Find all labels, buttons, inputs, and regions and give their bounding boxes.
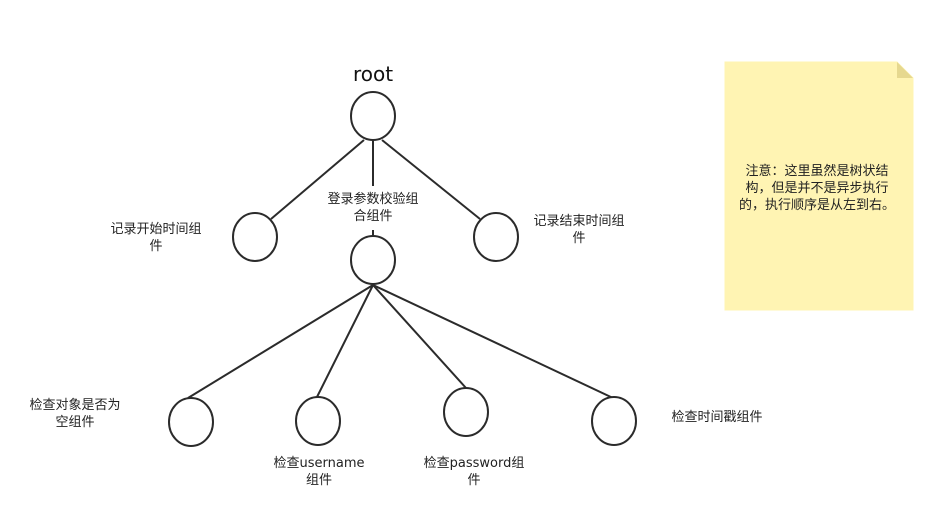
edges [187, 139, 614, 399]
node-record-end[interactable] [473, 212, 519, 262]
label-record-end-text: 记录结束时间组 件 [533, 214, 625, 246]
label-record-start: 记录开始时间组 件 [100, 221, 212, 255]
label-check-timestamp: 检查时间戳组件 [671, 410, 763, 425]
node-check-username[interactable] [295, 396, 341, 446]
edge-param-password [372, 284, 467, 389]
node-check-empty[interactable] [168, 397, 214, 447]
label-check-password: 检查password组 件 [418, 455, 530, 489]
label-root: root [352, 62, 394, 86]
edge-root-record-end [381, 139, 481, 220]
note-text: 注意：这里虽然是树状结 构，但是并不是异步执行 的，执行顺序是从左到右。 [738, 164, 895, 213]
label-check-username-text: 检查username 组件 [273, 456, 365, 488]
label-check-empty: 检查对象是否为 空组件 [20, 397, 130, 431]
node-param-check[interactable] [350, 235, 396, 285]
node-check-password[interactable] [443, 387, 489, 437]
label-check-empty-text: 检查对象是否为 空组件 [29, 398, 121, 430]
label-check-password-text: 检查password组 件 [423, 456, 525, 488]
edge-param-username [316, 284, 374, 398]
note-body [724, 61, 914, 311]
sticky-note[interactable] [724, 61, 914, 311]
nodes [168, 91, 637, 447]
edge-param-timestamp [372, 284, 614, 399]
node-root[interactable] [350, 91, 396, 141]
edge-param-empty [187, 284, 374, 399]
node-check-timestamp[interactable] [591, 396, 637, 446]
label-check-username: 检查username 组件 [264, 455, 374, 489]
label-param-check-text: 登录参数校验组 合组件 [327, 192, 419, 224]
edge-root-record-start [270, 139, 365, 220]
label-param-check: 登录参数校验组 合组件 [318, 191, 428, 225]
label-record-start-text: 记录开始时间组 件 [110, 222, 202, 254]
note-fold-icon [897, 62, 913, 78]
node-record-start[interactable] [232, 212, 278, 262]
label-record-end: 记录结束时间组 件 [524, 213, 634, 247]
